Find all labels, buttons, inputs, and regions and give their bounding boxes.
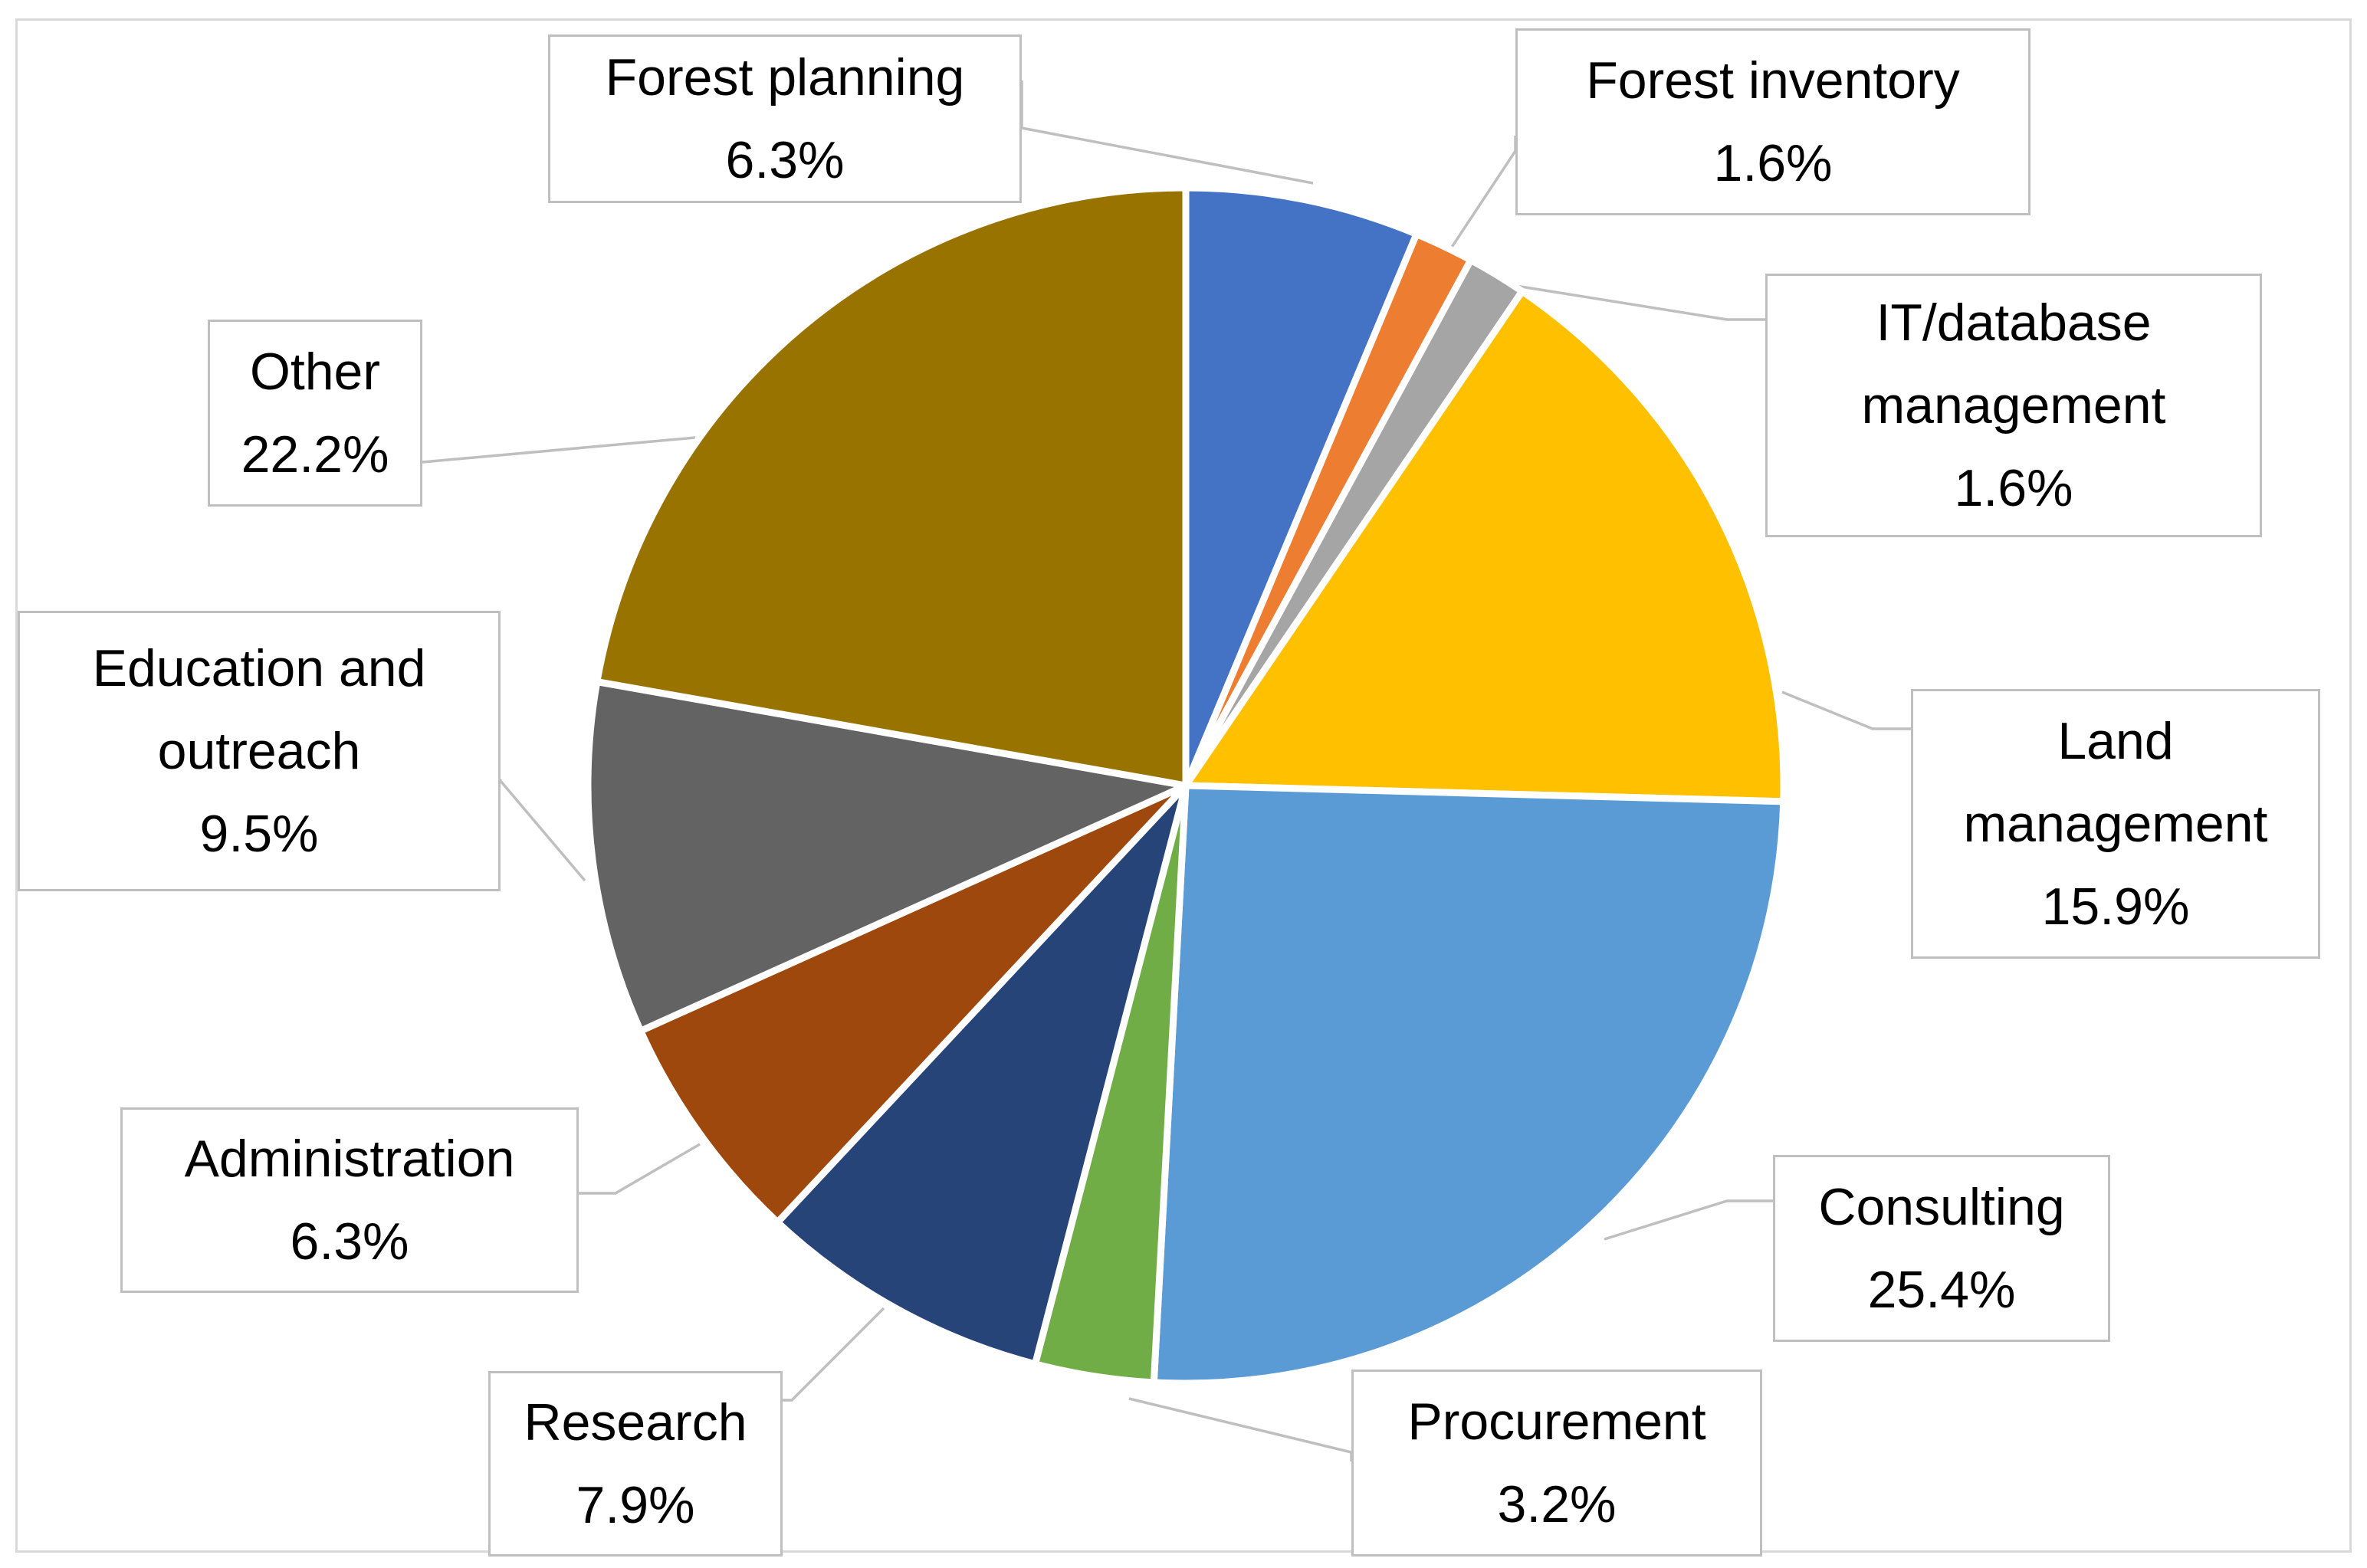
slice-value-research: 7.9%	[576, 1476, 695, 1534]
chart-area: Forest planning 6.3% Forest inventory 1.…	[15, 18, 2352, 1557]
pie-slice-education-and-outreach	[584, 678, 1190, 1035]
slice-label-forest-planning: Forest planning	[605, 48, 965, 107]
pie-slices	[584, 184, 1788, 1387]
leader-line-forest-planning	[1020, 80, 1314, 185]
callout-land-management: Land management 15.9%	[1911, 689, 2320, 959]
pie-slice-research	[773, 782, 1190, 1368]
leader-line-procurement	[1128, 1397, 1353, 1461]
callout-forest-inventory: Forest inventory 1.6%	[1515, 28, 2030, 215]
callout-it-database-management: IT/database management 1.6%	[1765, 274, 2262, 537]
slice-label-forest-inventory: Forest inventory	[1586, 51, 1960, 110]
slice-label-administration: Administration	[184, 1130, 515, 1188]
callout-other: Other 22.2%	[208, 320, 422, 507]
slice-value-forest-planning: 6.3%	[725, 131, 845, 189]
slice-label-other: Other	[249, 343, 381, 401]
slice-value-education-and-outreach: 9.5%	[199, 805, 319, 863]
slice-label-consulting: Consulting	[1818, 1178, 2065, 1236]
leader-line-consulting	[1604, 1199, 1773, 1241]
pie-slice-other	[593, 184, 1190, 789]
leader-line-it-database-management	[1496, 281, 1765, 321]
leader-line-administration	[579, 1143, 701, 1195]
slice-label-procurement: Procurement	[1407, 1393, 1706, 1451]
slice-value-administration: 6.3%	[290, 1212, 409, 1271]
pie-slice-forest-planning	[1182, 184, 1420, 789]
leader-line-research	[783, 1307, 885, 1402]
callout-administration: Administration 6.3%	[120, 1107, 579, 1293]
leader-line-other	[422, 436, 696, 464]
callout-research: Research 7.9%	[488, 1371, 783, 1557]
slice-value-it-database-management: 1.6%	[1954, 459, 2073, 517]
callout-consulting: Consulting 25.4%	[1773, 1155, 2110, 1342]
slice-value-other: 22.2%	[241, 425, 389, 484]
slice-label-education-and-outreach: Education and outreach	[92, 639, 426, 780]
pie-slice-administration	[637, 782, 1190, 1226]
slice-value-consulting: 25.4%	[1867, 1261, 2016, 1319]
slice-value-land-management: 15.9%	[2041, 877, 2190, 936]
leader-line-land-management	[1781, 691, 1911, 730]
leader-line-forest-inventory	[1448, 136, 1517, 251]
slice-label-it-database-management: IT/database management	[1861, 294, 2166, 435]
slice-label-research: Research	[524, 1393, 747, 1452]
slice-value-procurement: 3.2%	[1497, 1475, 1617, 1534]
leader-line-education-and-outreach	[499, 779, 586, 882]
pie-slice-consulting	[1150, 782, 1788, 1387]
pie-chart	[422, 80, 1911, 1461]
slice-value-forest-inventory: 1.6%	[1713, 134, 1833, 192]
callout-education-and-outreach: Education and outreach 9.5%	[18, 611, 501, 891]
callout-procurement: Procurement 3.2%	[1351, 1370, 1762, 1557]
pie-slice-land-management	[1182, 287, 1788, 805]
slice-label-land-management: Land management	[1963, 712, 2268, 853]
callout-forest-planning: Forest planning 6.3%	[548, 34, 1022, 203]
